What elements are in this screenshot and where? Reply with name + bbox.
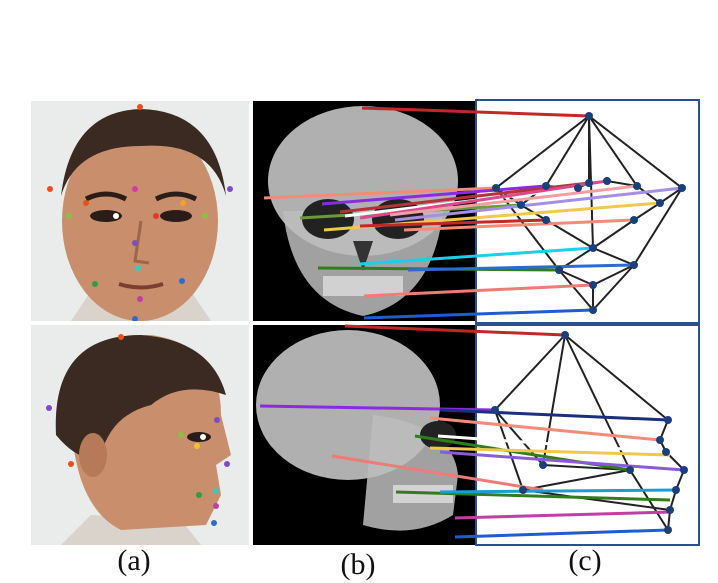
profile-landmarks xyxy=(46,334,230,526)
profile-skull-xray xyxy=(253,325,475,545)
frontal-landmarks xyxy=(47,104,233,321)
profile-face-photo xyxy=(31,325,249,545)
frontal-correspondence-lines xyxy=(263,106,683,320)
profile-graph-frame xyxy=(475,324,700,546)
frontal-graph-nodes xyxy=(492,112,686,314)
frontal-face-photo xyxy=(31,101,249,321)
caption-b: (b) xyxy=(340,548,376,581)
profile-graph-nodes xyxy=(491,331,688,534)
caption-c: (c) xyxy=(568,544,602,577)
caption-a: (a) xyxy=(117,544,151,577)
profile-correspondence-lines xyxy=(259,324,685,539)
